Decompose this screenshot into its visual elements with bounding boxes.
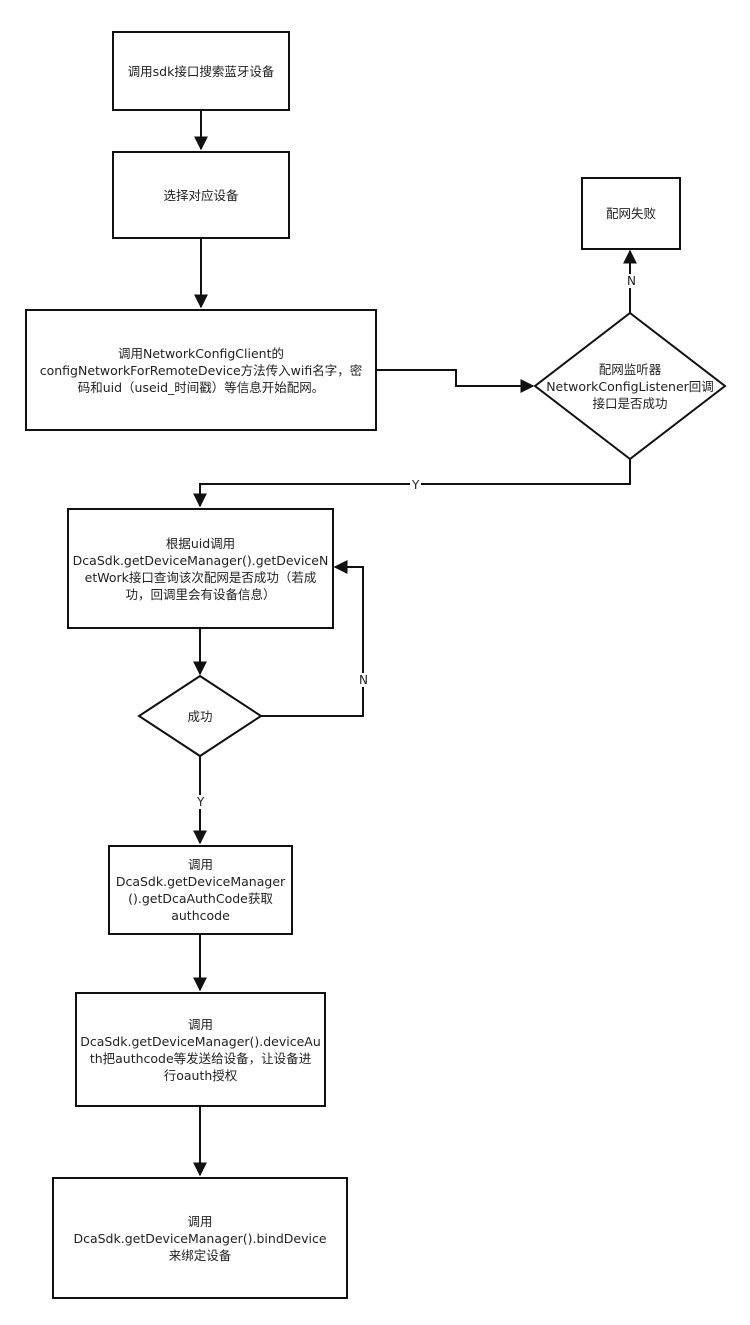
node-config-network: 调用NetworkConfigClient的 configNetworkForR… (25, 309, 377, 431)
edge-success-to-query (261, 560, 364, 717)
node-config-network-text: 调用NetworkConfigClient的 configNetworkForR… (39, 345, 363, 395)
node-select-device: 选择对应设备 (112, 151, 290, 239)
decision-listener-success: 配网监听器 NetworkConfigListener回调 接口是否成功 (545, 356, 715, 416)
edge-label-listener-yes: Y (410, 478, 422, 492)
edge-label-success-no: N (357, 673, 370, 687)
node-query-network-text: 根据uid调用 DcaSdk.getDeviceManager().getDev… (72, 535, 329, 602)
edge-label-listener-no: N (625, 274, 638, 288)
node-config-failed: 配网失败 (581, 177, 681, 250)
node-get-authcode-text: 调用 DcaSdk.getDeviceManager ().getDcaAuth… (115, 857, 286, 923)
edge-label-success-yes: Y (195, 795, 207, 809)
decision-listener-success-text: 配网监听器 NetworkConfigListener回调 接口是否成功 (546, 361, 714, 411)
node-config-failed-text: 配网失败 (605, 206, 656, 221)
node-search-devices: 调用sdk接口搜索蓝牙设备 (112, 31, 290, 111)
node-device-auth-text: 调用 DcaSdk.getDeviceManager().deviceAu th… (80, 1016, 321, 1083)
node-device-auth: 调用 DcaSdk.getDeviceManager().deviceAu th… (75, 992, 326, 1107)
node-get-authcode: 调用 DcaSdk.getDeviceManager ().getDcaAuth… (108, 845, 293, 935)
node-select-device-text: 选择对应设备 (163, 187, 239, 203)
node-bind-device: 调用DcaSdk.getDeviceManager().bindDevice 来… (52, 1177, 348, 1299)
node-search-devices-text: 调用sdk接口搜索蓝牙设备 (127, 63, 275, 79)
edge-config-to-listener (376, 369, 535, 393)
decision-success: 成功 (187, 708, 213, 724)
node-bind-device-text: 调用DcaSdk.getDeviceManager().bindDevice 来… (73, 1213, 327, 1263)
node-query-network: 根据uid调用 DcaSdk.getDeviceManager().getDev… (67, 508, 334, 629)
